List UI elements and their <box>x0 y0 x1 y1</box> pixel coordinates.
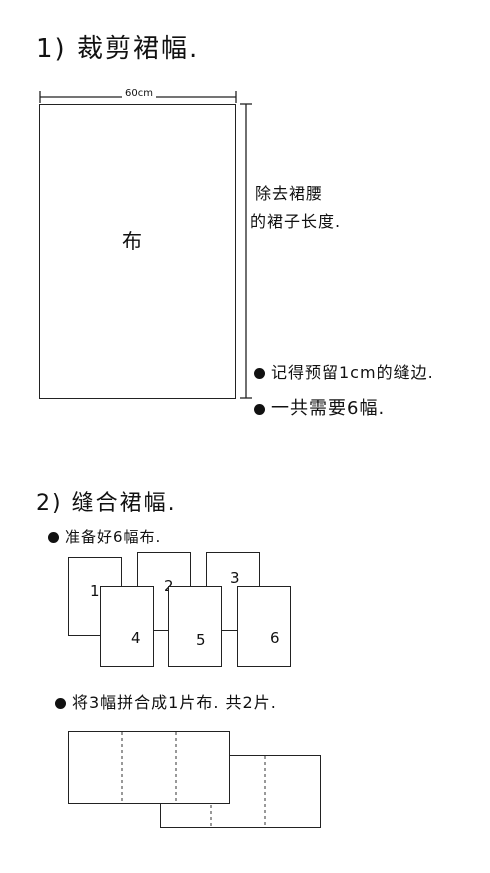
bullet-icon <box>55 698 66 709</box>
step1-note2-text: 一共需要6幅. <box>271 398 386 419</box>
width-label: 60cm <box>122 88 156 99</box>
step2-note2-text: 将3幅拼合成1片布. 共2片. <box>72 693 277 712</box>
fabric-rectangle <box>39 104 236 399</box>
step1-note1: 记得预留1cm的缝边. <box>254 359 434 383</box>
fabric-label: 布 <box>122 229 142 253</box>
step2-note1: 准备好6幅布. <box>48 526 161 547</box>
step1-note1-text: 记得预留1cm的缝边. <box>271 363 434 382</box>
step2-note2: 将3幅拼合成1片布. 共2片. <box>55 689 277 713</box>
step1-note2: 一共需要6幅. <box>254 394 385 420</box>
panel-6: 6 <box>237 586 291 667</box>
side-label-line1: 除去裙腰 <box>255 184 324 203</box>
combined-piece-1 <box>68 731 230 804</box>
panel-6-number: 6 <box>270 629 280 647</box>
bullet-icon <box>254 403 265 415</box>
panel-5: 5 <box>168 586 222 667</box>
side-label-line2: 的裙子长度. <box>250 212 342 231</box>
bullet-icon <box>254 368 265 379</box>
panel-1-number: 1 <box>90 582 100 600</box>
step1-title: 1) 裁剪裙幅. <box>36 34 200 64</box>
panel-4: 4 <box>100 586 154 667</box>
step2-note1-text: 准备好6幅布. <box>65 528 162 546</box>
bullet-icon <box>48 532 59 543</box>
panel-4-number: 4 <box>131 629 141 647</box>
panel-5-number: 5 <box>196 631 206 649</box>
step2-title: 2) 缝合裙幅. <box>36 491 177 516</box>
panel-3-number: 3 <box>230 569 240 587</box>
